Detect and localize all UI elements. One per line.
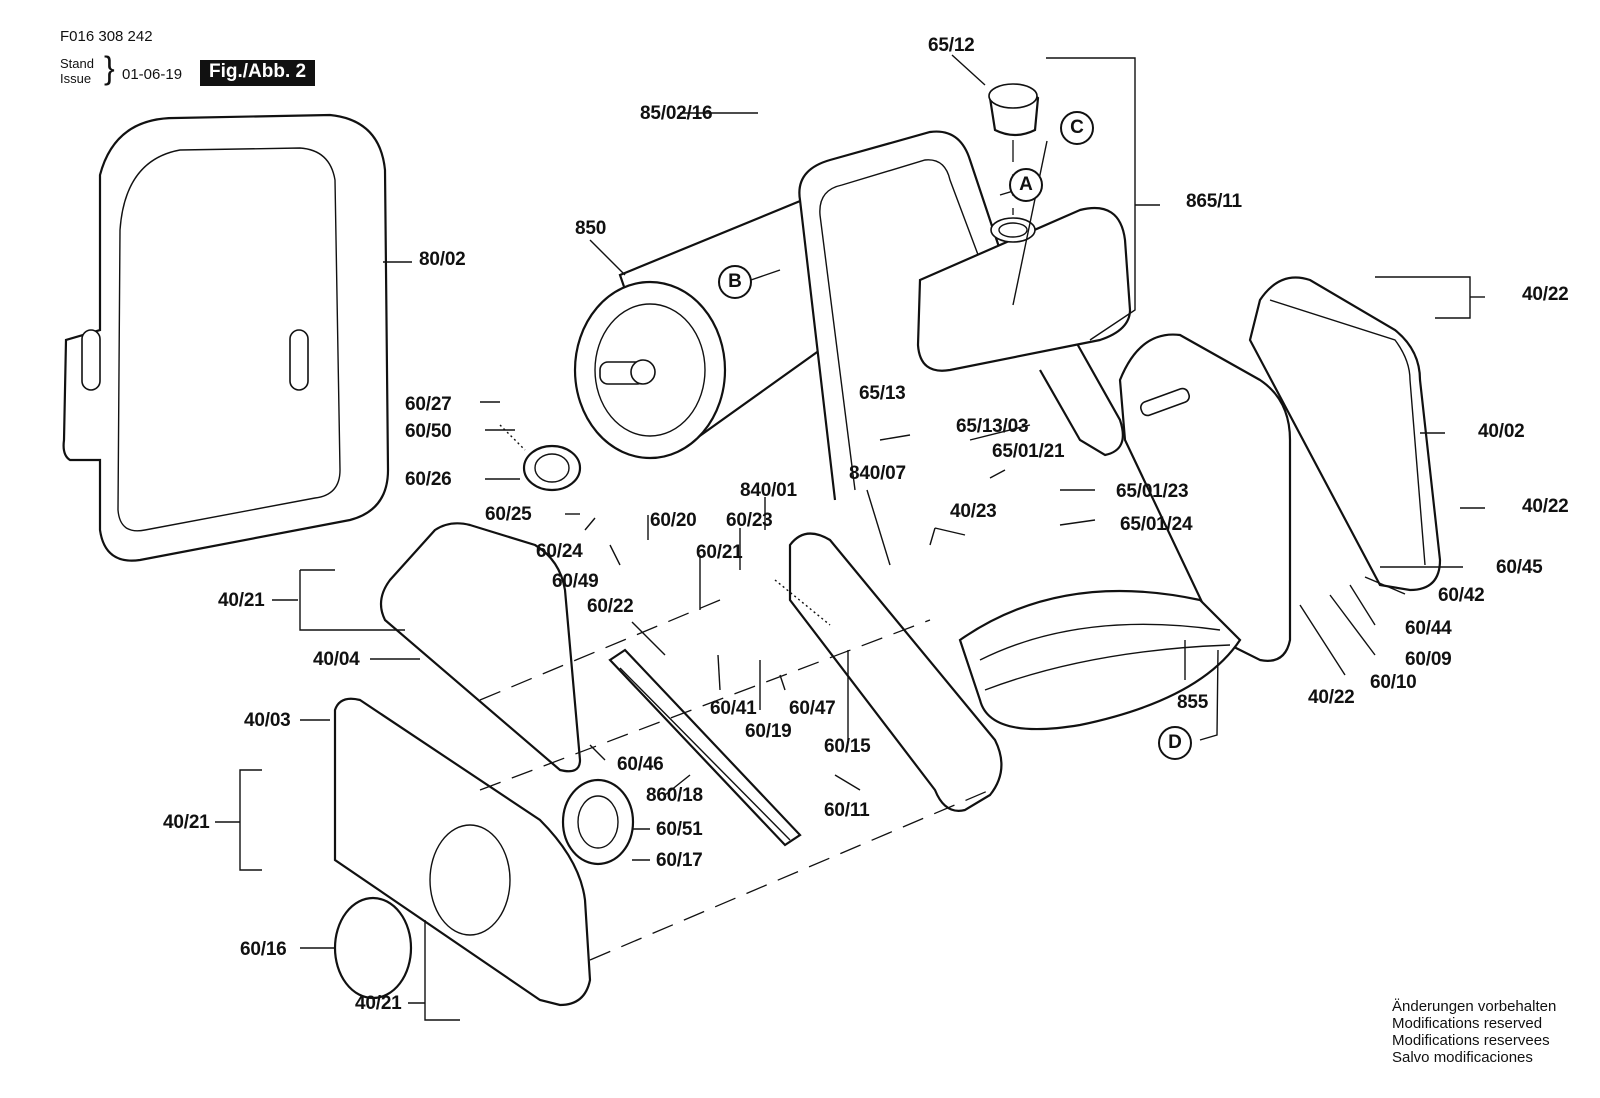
part-label: 60/21 [696,542,743,563]
part-label: 60/23 [726,510,773,531]
part-label: 60/42 [1438,585,1485,606]
side-plate-right [1118,333,1292,662]
part-label: 60/46 [617,754,664,775]
part-label: 840/01 [740,480,797,501]
spring-part [774,579,831,626]
part-label: 60/09 [1405,649,1452,670]
reel-part [958,589,1242,731]
part-label: 60/16 [240,939,287,960]
part-label: 60/49 [552,571,599,592]
part-label: 65/13 [859,383,906,404]
part-label: 40/23 [950,501,997,522]
stand-issue-label: Stand Issue [60,56,94,86]
part-label: 40/21 [355,993,402,1014]
part-label: 865/11 [1186,191,1242,212]
part-label: 40/04 [313,649,360,670]
callout-a: A [1009,168,1043,202]
part-label: 80/02 [419,249,466,270]
cover-small-part [379,522,582,773]
part-label: 60/11 [824,800,870,821]
part-label: 60/19 [745,721,792,742]
callout-d: D [1158,726,1192,760]
part-label: 40/22 [1522,496,1569,517]
part-label: 850 [575,218,607,239]
grass-box-part [62,113,390,562]
disc-part [333,896,413,1000]
part-label: 60/15 [824,736,871,757]
part-label: 860/18 [646,785,703,806]
part-label: 40/21 [218,590,265,611]
callout-c: C [1060,111,1094,145]
part-label: 60/41 [710,698,757,719]
part-label: 840/07 [849,463,906,484]
figure-label: Fig./Abb. 2 [200,60,316,86]
part-label: 40/02 [1478,421,1525,442]
cover-right-part [1248,276,1442,592]
part-label: 40/03 [244,710,291,731]
part-label: 60/44 [1405,618,1452,639]
issue-date: 01-06-19 [122,66,183,83]
part-label: 60/26 [405,469,452,490]
part-label: 60/22 [587,596,634,617]
part-label: 65/13/03 [956,416,1029,437]
side-plate-left [788,532,1003,812]
part-label: 60/10 [1370,672,1417,693]
part-label: 60/45 [1496,557,1543,578]
part-label: 65/01/24 [1120,514,1193,535]
note-line: Änderungen vorbehalten [1392,998,1557,1015]
bar-part [608,648,802,847]
tank-part [916,206,1132,372]
part-label: 60/17 [656,850,703,871]
document-number: F016 308 242 [60,28,153,45]
part-label: 855 [1177,692,1209,713]
part-label: 60/47 [789,698,836,719]
brace-glyph: } [104,50,115,86]
part-label: 60/24 [536,541,583,562]
washer-part [561,778,635,866]
stand-label: Stand [60,56,94,71]
part-label: 60/27 [405,394,452,415]
part-label: 60/20 [650,510,697,531]
part-label: 65/01/21 [992,441,1065,462]
part-label: 60/51 [656,819,703,840]
screw-part [499,424,526,451]
frame-handle-part [798,130,1124,501]
leader-lines [215,54,1485,1021]
note-line: Salvo modificaciones [1392,1049,1533,1066]
part-label: 40/22 [1522,284,1569,305]
part-label: 65/01/23 [1116,481,1189,502]
issue-label: Issue [60,71,92,86]
cap-part [988,83,1040,137]
part-label: 60/25 [485,504,532,525]
modifications-note: Änderungen vorbehalten Modifications res… [1392,998,1556,1066]
part-label: 60/50 [405,421,452,442]
part-label: 40/21 [163,812,210,833]
part-label: 40/22 [1308,687,1355,708]
callout-b: B [718,265,752,299]
cover-large-part [333,697,592,1007]
part-label: 85/02/16 [640,103,713,124]
knob-part [522,444,582,492]
note-line: Modifications reservees [1392,1032,1550,1049]
note-line: Modifications reserved [1392,1015,1543,1032]
part-label: 65/12 [928,35,975,56]
